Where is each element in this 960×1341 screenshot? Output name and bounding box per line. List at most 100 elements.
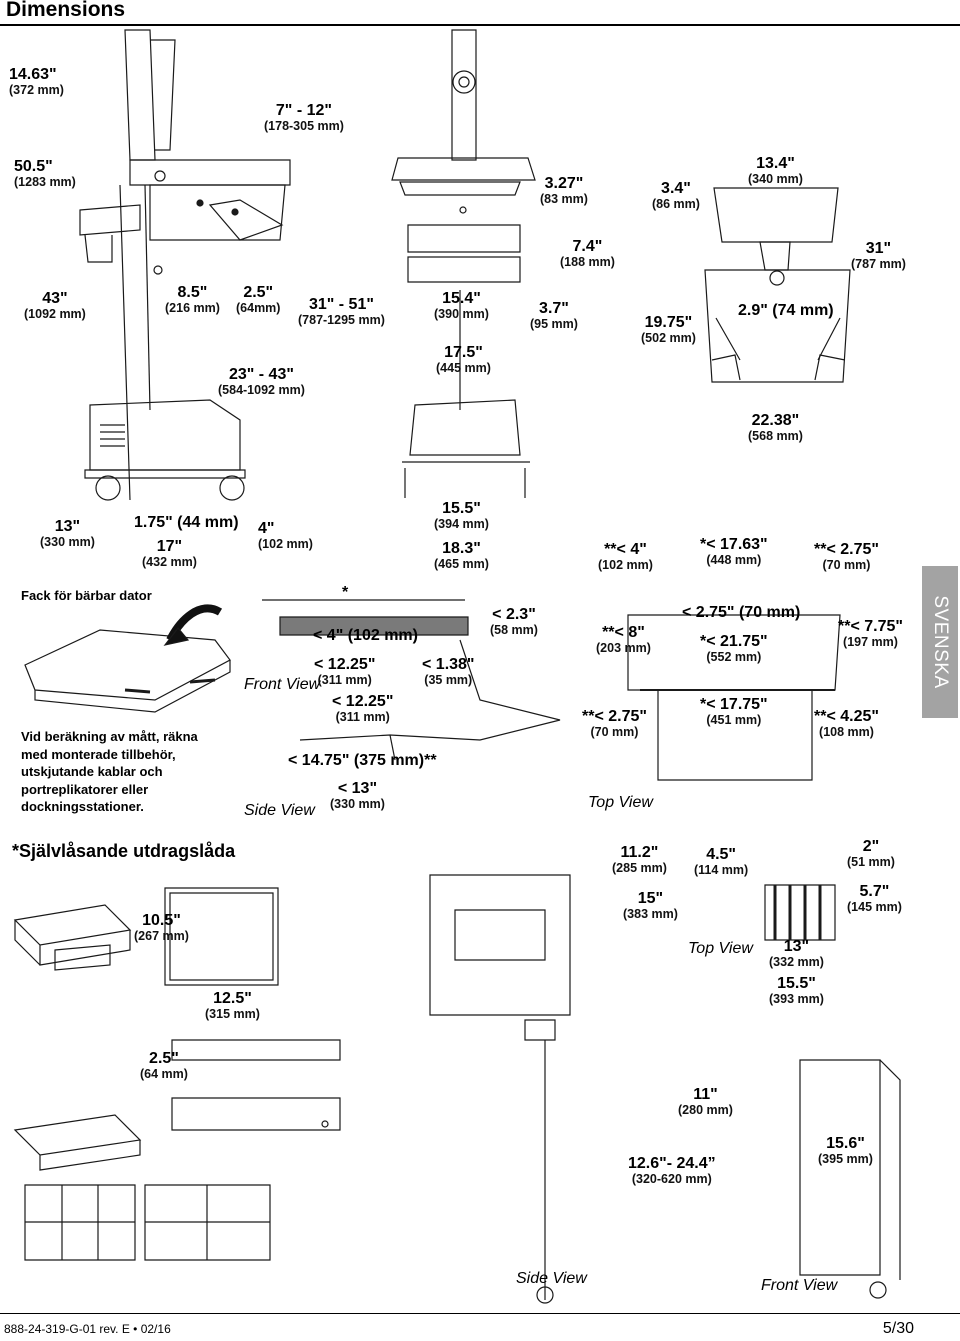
dimension-label: < 2.3"(58 mm) bbox=[490, 606, 538, 637]
dimension-label: 3.7"(95 mm) bbox=[530, 300, 578, 331]
dimension-metric: (502 mm) bbox=[641, 330, 696, 345]
laptop-tray-caption: Fack för bärbar dator bbox=[21, 588, 152, 603]
drawer-side-view-label: Side View bbox=[516, 1270, 587, 1287]
footer-divider bbox=[0, 1313, 960, 1314]
dimension-label: 12.5"(315 mm) bbox=[205, 990, 260, 1021]
dimension-label: 5.7"(145 mm) bbox=[847, 883, 902, 914]
dimension-metric: (108 mm) bbox=[819, 724, 874, 739]
dimension-metric: (51 mm) bbox=[847, 854, 895, 869]
dimension-value: 13" bbox=[783, 938, 810, 955]
dimension-value: 12.6"- 24.4” bbox=[628, 1155, 716, 1172]
dimension-metric: (114 mm) bbox=[694, 862, 749, 877]
dimension-label: 3.27"(83 mm) bbox=[540, 175, 588, 206]
dimension-value: 11.2" bbox=[620, 844, 659, 861]
dimension-value: < 1.38" bbox=[422, 656, 475, 673]
dimension-label: 2.5"(64 mm) bbox=[140, 1050, 188, 1081]
dimension-value: 11" bbox=[693, 1086, 718, 1103]
drawer-cart-drawing bbox=[429, 874, 901, 1304]
dimension-value: 1.75" (44 mm) bbox=[134, 514, 239, 531]
dimension-value: 31" bbox=[865, 240, 892, 257]
dimension-metric: (320-620 mm) bbox=[631, 1171, 712, 1186]
dimension-label: < 4" (102 mm) bbox=[313, 627, 418, 645]
dimension-label: **< 4.25"(108 mm) bbox=[814, 708, 879, 739]
dimension-label: 2.9" (74 mm) bbox=[738, 302, 834, 320]
dimension-value: 2.9" (74 mm) bbox=[738, 302, 834, 319]
dimension-value: 7.4" bbox=[572, 238, 603, 255]
dimension-metric: (178-305 mm) bbox=[264, 118, 344, 133]
dimension-value: 15.4" bbox=[442, 290, 481, 307]
document-number: 888-24-319-G-01 rev. E • 02/16 bbox=[4, 1322, 171, 1336]
dimension-label: 10.5"(267 mm) bbox=[134, 912, 189, 943]
dimension-label: 50.5"(1283 mm) bbox=[14, 158, 76, 189]
dimension-label: 22.38"(568 mm) bbox=[748, 412, 803, 443]
dimension-label: 43"(1092 mm) bbox=[24, 290, 86, 321]
dimension-value: 17" bbox=[156, 538, 183, 555]
dimension-metric: (315 mm) bbox=[205, 1006, 260, 1021]
dimension-label: < 13"(330 mm) bbox=[330, 780, 385, 811]
dimension-metric: (584-1092 mm) bbox=[218, 382, 305, 397]
dimension-label: 15.5"(393 mm) bbox=[769, 975, 824, 1006]
asterisk-marker: * bbox=[342, 584, 349, 601]
dimension-label: 15.5"(394 mm) bbox=[434, 500, 489, 531]
dimension-value: 13.4" bbox=[756, 155, 795, 172]
dimension-value: 17.5" bbox=[444, 344, 483, 361]
dimension-label: 15.6"(395 mm) bbox=[818, 1135, 873, 1166]
dimension-label: 8.5"(216 mm) bbox=[165, 284, 220, 315]
dimension-value: **< 8" bbox=[602, 624, 645, 641]
dimension-value: 3.4" bbox=[661, 180, 691, 197]
side-view-label: Side View bbox=[244, 802, 315, 819]
drawer-bins-drawing bbox=[13, 1039, 341, 1261]
dimension-label: 7" - 12"(178-305 mm) bbox=[264, 102, 344, 133]
dimension-value: 8.5" bbox=[177, 284, 208, 301]
dimension-label: **< 7.75"(197 mm) bbox=[838, 618, 903, 649]
dimension-metric: (203 mm) bbox=[596, 640, 651, 655]
cart-front-drawing bbox=[391, 29, 536, 498]
dimension-label: 14.63"(372 mm) bbox=[9, 66, 64, 97]
dimension-label: 13"(332 mm) bbox=[769, 938, 824, 969]
dimension-value: 50.5" bbox=[14, 158, 53, 175]
dimension-metric: (64mm) bbox=[236, 300, 281, 315]
dimension-label: 1.75" (44 mm) bbox=[134, 514, 239, 532]
dimension-value: < 2.75" (70 mm) bbox=[682, 604, 801, 621]
dimension-metric: (383 mm) bbox=[623, 906, 678, 921]
dimension-metric: (70 mm) bbox=[590, 724, 639, 739]
dimension-label: *< 17.63"(448 mm) bbox=[700, 536, 768, 567]
dimension-value: < 12.25" bbox=[332, 693, 394, 710]
dimension-metric: (145 mm) bbox=[847, 899, 902, 914]
dimension-label: 4"(102 mm) bbox=[258, 520, 313, 551]
dimension-value: 3.7" bbox=[539, 300, 569, 317]
dimension-label: < 12.25"(311 mm) bbox=[332, 693, 393, 724]
dimension-value: 3.27" bbox=[544, 175, 584, 192]
dimension-label: 11"(280 mm) bbox=[678, 1086, 733, 1117]
dimension-metric: (64 mm) bbox=[140, 1066, 188, 1081]
dimension-value: 18.3" bbox=[442, 540, 481, 557]
dimension-value: 31" - 51" bbox=[308, 296, 374, 313]
dimension-metric: (285 mm) bbox=[612, 860, 667, 875]
dimension-value: 4" bbox=[258, 520, 275, 537]
page-title: Dimensions bbox=[6, 0, 126, 21]
dimension-metric: (393 mm) bbox=[769, 991, 824, 1006]
dimension-metric: (390 mm) bbox=[434, 306, 489, 321]
dimension-label: 3.4"(86 mm) bbox=[652, 180, 700, 211]
dimension-metric: (267 mm) bbox=[134, 928, 189, 943]
dimension-value: 19.75" bbox=[644, 314, 693, 331]
dimension-value: 43" bbox=[42, 290, 68, 307]
dimension-value: 15.5" bbox=[442, 500, 481, 517]
dimension-label: 17"(432 mm) bbox=[142, 538, 197, 569]
dimension-label: 17.5"(445 mm) bbox=[436, 344, 491, 375]
dimension-label: **< 4"(102 mm) bbox=[598, 541, 653, 572]
dimension-metric: (330 mm) bbox=[330, 796, 385, 811]
dimension-value: *< 17.75" bbox=[700, 696, 768, 713]
drawer-front-view-label: Front View bbox=[761, 1277, 838, 1294]
dimension-metric: (465 mm) bbox=[434, 556, 489, 571]
dimension-label: 15"(383 mm) bbox=[623, 890, 678, 921]
dimension-value: 2.5" bbox=[149, 1050, 179, 1067]
dimension-metric: (102 mm) bbox=[258, 536, 313, 551]
dimension-metric: (395 mm) bbox=[818, 1151, 873, 1166]
dimension-label: 23" - 43"(584-1092 mm) bbox=[218, 366, 305, 397]
dimension-label: **< 8"(203 mm) bbox=[596, 624, 651, 655]
dimension-value: < 14.75" (375 mm)** bbox=[288, 752, 437, 769]
dimension-metric: (1092 mm) bbox=[24, 306, 86, 321]
dimension-label: < 1.38"(35 mm) bbox=[422, 656, 475, 687]
dimension-metric: (432 mm) bbox=[142, 554, 197, 569]
